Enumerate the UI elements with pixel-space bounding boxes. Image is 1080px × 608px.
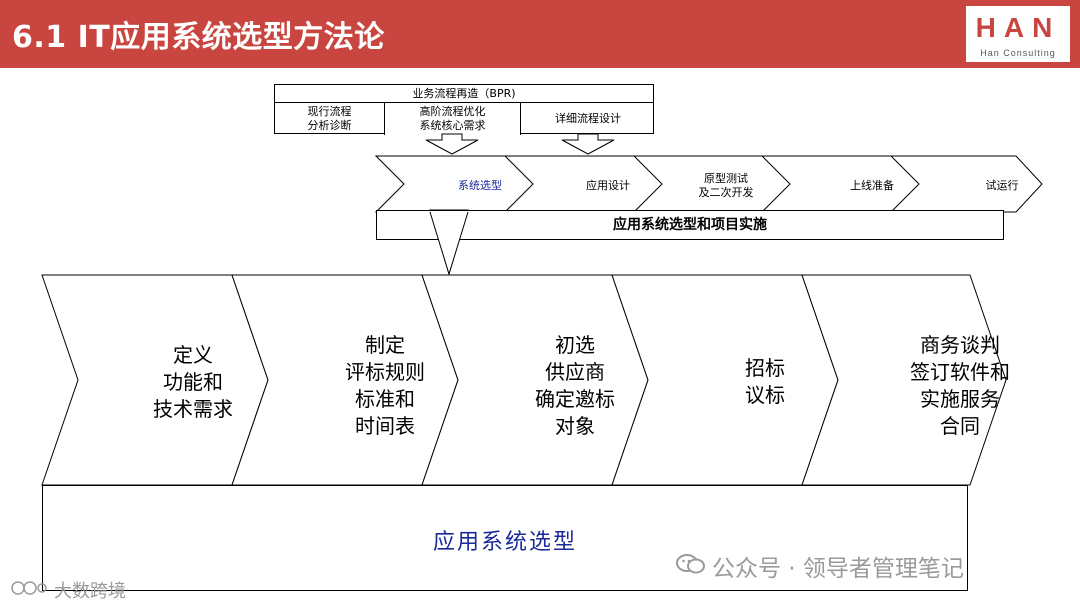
- step-chevrons: [41, 274, 1007, 486]
- phase-chevrons: [374, 155, 1043, 213]
- step-label-3: 初选 供应商 确定邀标 对象: [535, 333, 615, 438]
- logo-subtext: Han Consulting: [980, 48, 1056, 58]
- phase-chevron-5: [889, 155, 1043, 213]
- corner-logo-icon: [11, 581, 47, 595]
- logo-text: HAN: [975, 12, 1061, 43]
- phase-label-5: 试运行: [985, 179, 1019, 192]
- title-bar: 6.1 IT应用系统选型方法论 HAN Han Consulting: [0, 0, 1080, 68]
- phase-label-4: 上线准备: [850, 179, 894, 192]
- step-label-5: 商务谈判 签订软件和 实施服务 合同: [910, 333, 1010, 438]
- step-chevron-5: [801, 274, 1007, 486]
- step-label-4: 招标 议标: [745, 356, 785, 407]
- bpr-cell-current-analysis: 现行流程 分析诊断: [275, 103, 385, 135]
- wechat-icon: [676, 554, 705, 574]
- bpr-cell-high-level-optimization: 高阶流程优化 系统核心需求: [385, 103, 521, 135]
- bpr-cell-detailed-design: 详细流程设计: [555, 112, 621, 125]
- han-logo: HAN Han Consulting: [966, 6, 1070, 62]
- phase-label-1: 系统选型: [458, 179, 502, 192]
- down-arrow-1: [425, 133, 479, 155]
- step-label-2: 制定 评标规则 标准和 时间表: [345, 333, 425, 438]
- page-title: 6.1 IT应用系统选型方法论: [12, 20, 385, 55]
- corner-watermark: 大数跨境: [54, 581, 126, 602]
- system-selection-label: 应用系统选型: [432, 530, 577, 555]
- phase-label-3: 原型测试 及二次开发: [698, 172, 754, 199]
- phase-label-2: 应用设计: [586, 179, 630, 192]
- watermark-text: 公众号 · 领导者管理笔记: [712, 556, 964, 582]
- step-label-1: 定义 功能和 技术需求: [153, 343, 233, 421]
- bpr-box: 业务流程再造（BPR) 现行流程 分析诊断 高阶流程优化 系统核心需求 详细流程…: [274, 84, 654, 135]
- down-arrow-2: [561, 133, 615, 155]
- implementation-bar: 应用系统选型和项目实施: [376, 210, 1004, 240]
- system-selection-box: 应用系统选型: [42, 485, 968, 591]
- bpr-title: 业务流程再造（BPR): [275, 85, 653, 103]
